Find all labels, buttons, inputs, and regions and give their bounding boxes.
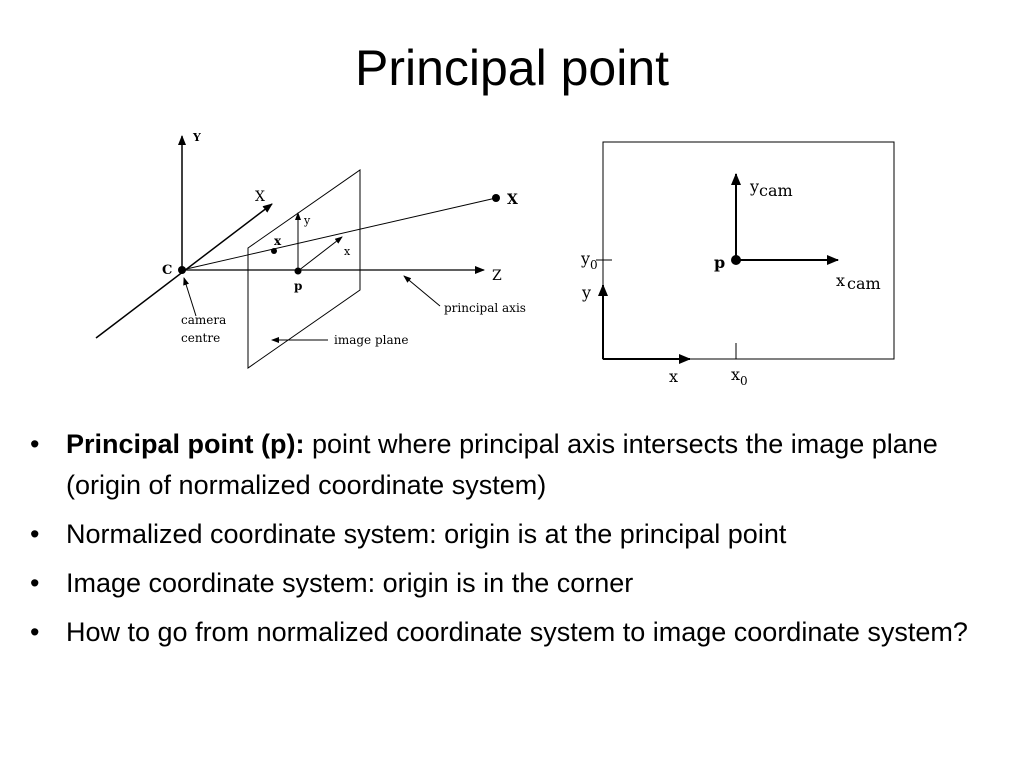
image-point-label: x — [274, 234, 282, 248]
bullet-marker: • — [30, 617, 40, 647]
principal-point — [294, 267, 302, 275]
image-point — [271, 248, 277, 254]
bullet-item: • Principal point (p): point where princ… — [28, 424, 1008, 506]
bullet-text: point where principal axis intersects th… — [66, 429, 938, 500]
plane-x-axis — [297, 236, 343, 272]
bullet-list: • Principal point (p): point where princ… — [28, 424, 1008, 661]
bullet-item: • Image coordinate system: origin is in … — [28, 563, 1008, 604]
camera-centre-callout — [183, 277, 197, 317]
bullet-text: How to go from normalized coordinate sys… — [66, 617, 968, 647]
projection-ray — [181, 197, 497, 271]
plane-x-label: x — [344, 245, 351, 258]
camera-centre-label: C — [162, 263, 172, 278]
bullet-item: • Normalized coordinate system: origin i… — [28, 514, 1008, 555]
principal-axis-callout — [403, 275, 441, 307]
principal-axis-text: principal axis — [444, 301, 526, 315]
world-point — [492, 194, 500, 202]
p-label: p — [714, 253, 725, 272]
bullet-text: Image coordinate system: origin is in th… — [66, 568, 634, 598]
camera-centre-point — [178, 266, 186, 274]
world-x-label: X — [255, 189, 265, 205]
camera-geometry-diagram: Y X Z X x y x C p camera centre image pl… — [95, 131, 526, 369]
image-plane-text: image plane — [334, 333, 408, 347]
image-y-label: y — [581, 283, 591, 302]
bullet-item: • How to go from normalized coordinate s… — [28, 612, 1008, 653]
world-z-label: Z — [492, 268, 502, 284]
bullet-text: Normalized coordinate system: origin is … — [66, 519, 787, 549]
slide-title: Principal point — [354, 40, 670, 96]
bullet-lead: Principal point (p): — [66, 429, 305, 459]
bullet-marker: • — [30, 568, 40, 598]
world-point-label: X — [507, 192, 518, 208]
y0-label: y0 — [580, 249, 598, 272]
x0-label: x0 — [731, 365, 748, 388]
world-y-label: Y — [192, 131, 201, 144]
image-border — [602, 141, 895, 360]
camera-centre-text-2: centre — [181, 331, 220, 345]
principal-point-label: p — [294, 279, 302, 293]
image-x-label: x — [669, 367, 678, 386]
principal-point-dot — [731, 255, 741, 265]
plane-y-label: y — [303, 214, 311, 227]
bullet-marker: • — [30, 519, 40, 549]
image-plane-shape — [247, 169, 361, 369]
bullet-marker: • — [30, 429, 40, 459]
camera-centre-text-1: camera — [181, 313, 226, 327]
ycam-label: ycam — [749, 177, 793, 200]
